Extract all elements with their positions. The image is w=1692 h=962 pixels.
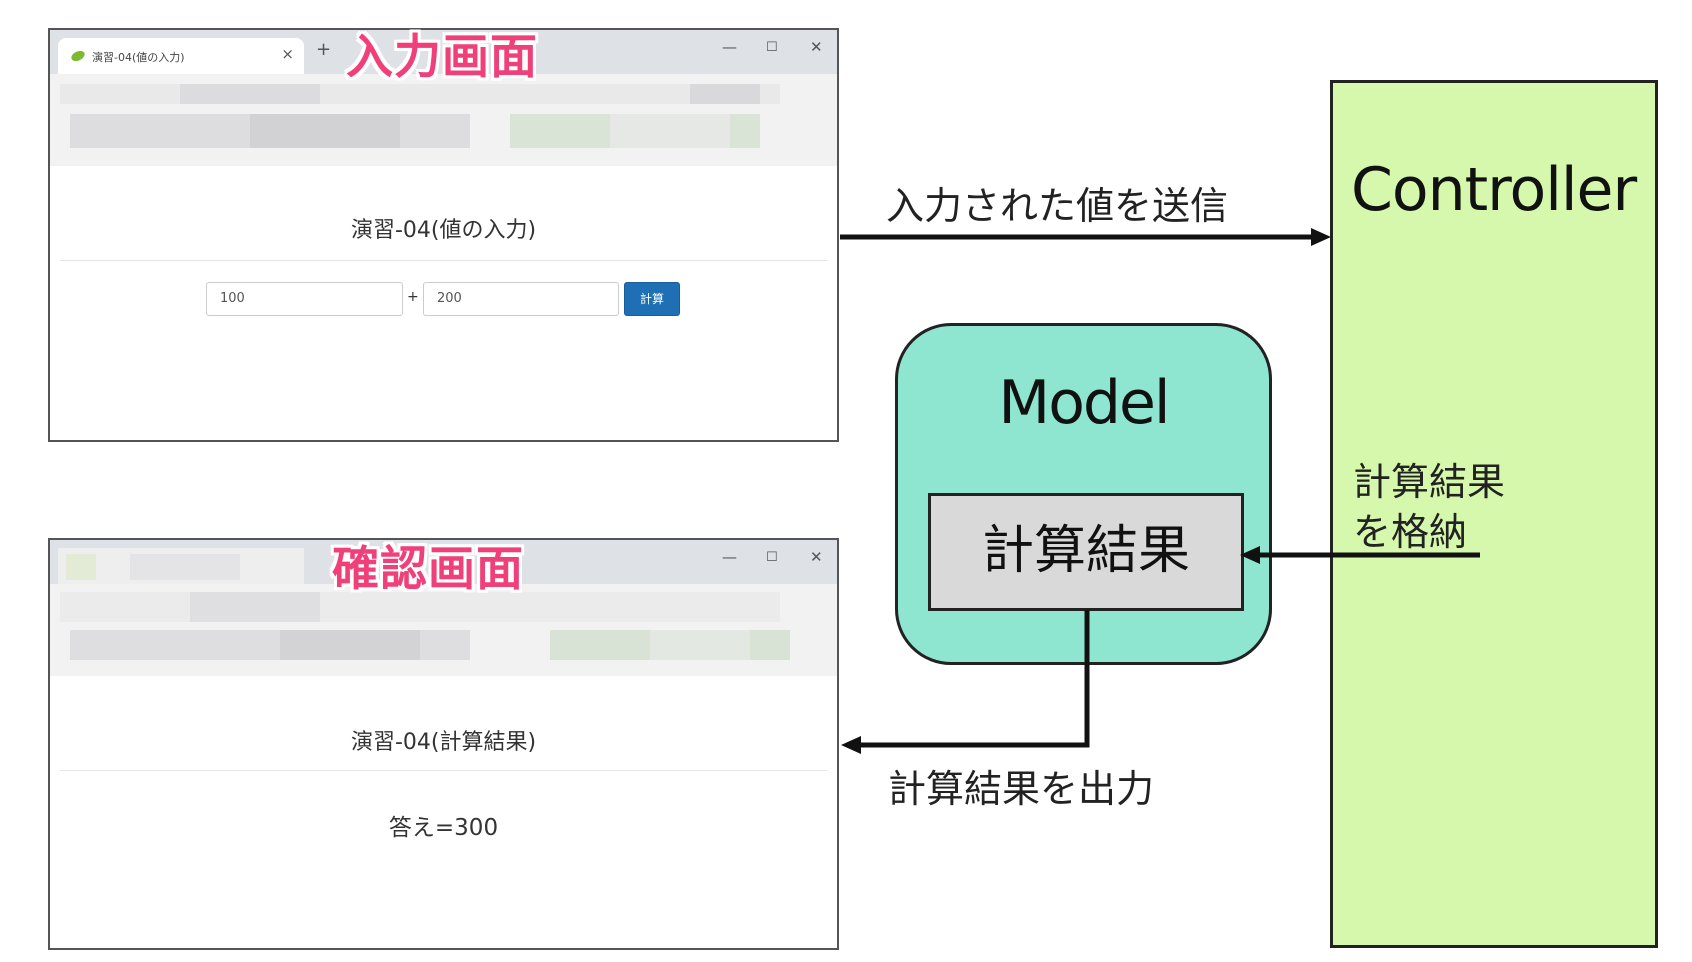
page-title: 演習-04(値の入力) — [350, 218, 537, 243]
divider — [60, 770, 827, 771]
store-result-line-1: 計算結果 — [1353, 460, 1506, 504]
output-arrow-line — [856, 610, 1090, 748]
close-window-icon[interactable]: ✕ — [810, 38, 823, 56]
input-screen-label: 入力画面 — [346, 30, 538, 85]
model-label: Model — [998, 368, 1170, 438]
output-arrowhead — [841, 736, 861, 754]
new-tab-icon[interactable]: + — [316, 39, 332, 60]
calc-result-box: 計算結果 — [928, 493, 1244, 611]
store-arrowhead — [1240, 546, 1260, 564]
model-box: Model 計算結果 — [895, 323, 1272, 665]
tab-title: 演習-04(値の入力) — [92, 51, 185, 64]
value1-input[interactable]: 100 — [206, 282, 403, 316]
browser-tab[interactable]: 演習-04(値の入力) × — [58, 38, 304, 74]
tab-bar: 演習-04(値の入力) × + — ☐ ✕ — [50, 30, 837, 74]
leaf-icon — [71, 50, 85, 62]
tab-bar-pixelated: — ☐ ✕ — [50, 540, 837, 584]
address-bar-pixelated — [50, 584, 837, 676]
confirm-screen-window: — ☐ ✕ 演習-04(計算結果) 答え=300 — [48, 538, 839, 950]
answer-text: 答え=300 — [388, 815, 499, 841]
controller-label: Controller — [1351, 155, 1637, 225]
divider — [60, 260, 827, 261]
tab-close-icon[interactable]: × — [281, 45, 294, 63]
address-bar-pixelated — [50, 74, 837, 166]
output-result-label: 計算結果を出力 — [888, 767, 1155, 811]
store-result-label: 計算結果 を格納 — [1353, 457, 1505, 557]
page-title: 演習-04(計算結果) — [350, 730, 537, 755]
maximize-icon[interactable]: ☐ — [766, 550, 778, 565]
send-values-label: 入力された値を送信 — [886, 184, 1229, 228]
input-screen-window: 演習-04(値の入力) × + — ☐ ✕ 演習-04(値の入力) 100 + … — [48, 28, 839, 442]
close-window-icon[interactable]: ✕ — [810, 548, 823, 566]
store-result-line-2: を格納 — [1353, 510, 1468, 554]
minimize-icon[interactable]: — — [722, 548, 737, 566]
controller-box: Controller 計算結果 を格納 — [1330, 80, 1658, 948]
maximize-icon[interactable]: ☐ — [766, 40, 778, 55]
calculate-button[interactable]: 計算 — [624, 282, 680, 316]
plus-sign: + — [407, 289, 419, 305]
send-arrowhead — [1311, 228, 1331, 246]
value2-input[interactable]: 200 — [423, 282, 619, 316]
minimize-icon[interactable]: — — [722, 38, 737, 56]
confirm-screen-label: 確認画面 — [332, 542, 524, 597]
